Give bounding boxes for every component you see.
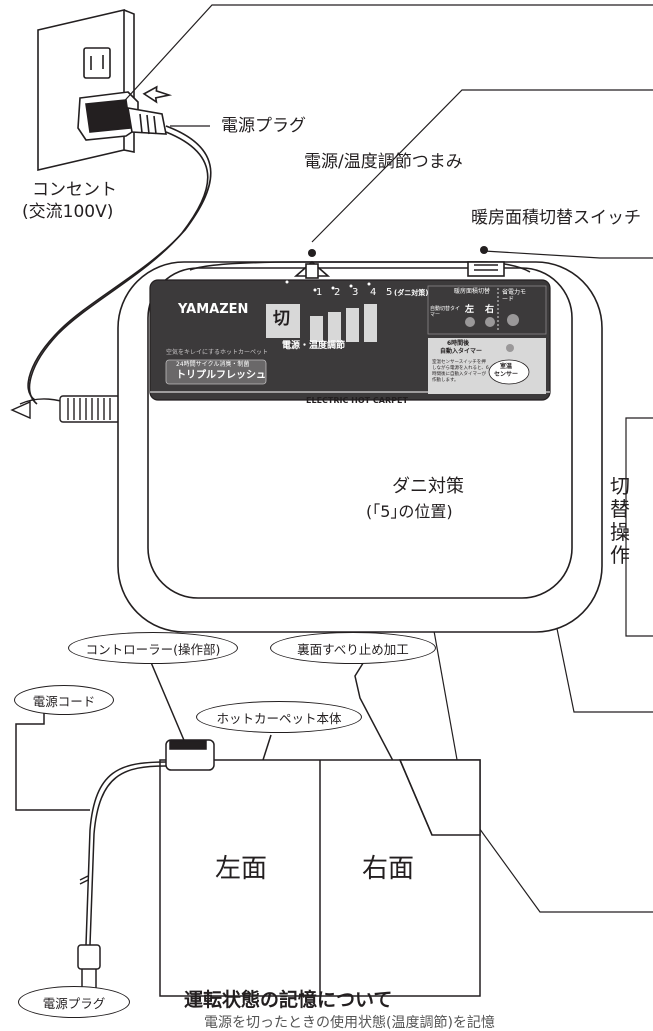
sensor-button-label-1[interactable]: 室温 [500, 363, 513, 370]
sensor-button-label-2[interactable]: センサー [494, 371, 519, 378]
plug-callout: 電源プラグ [18, 986, 130, 1018]
panel-off: 切 [273, 309, 290, 329]
mite-note: (ダニ対策) [394, 289, 429, 297]
timer-side-label: 自動切替タイマー [430, 306, 461, 318]
controller-callout: コントローラー(操作部) [68, 632, 238, 664]
area-switch-label: 暖房面積切替スイッチ [471, 208, 641, 228]
dial-label: 電源・温度調節 [282, 341, 346, 351]
body-callout: ホットカーペット本体 [196, 701, 362, 733]
plug-drawing [77, 91, 167, 141]
knob-marker-dot [308, 249, 316, 257]
sensor-text: 室温センサースイッチを押しながら電源を入れると、6時間後に自動入タイマーが作動し… [432, 360, 489, 383]
scale-1: 1 [316, 287, 323, 298]
right-side-label: 右面 [362, 854, 415, 884]
insert-arrow [142, 85, 173, 104]
panel-footer: ELECTRIC HOT CARPET [306, 396, 408, 405]
right-button-label: 右 [485, 305, 495, 315]
scale-3: 3 [352, 287, 359, 298]
triple-tagline: 空気をキレイにするホットカーペット [166, 349, 269, 356]
outlet-label: コンセント [32, 180, 117, 200]
vertical-side-label: 切替操作 [610, 474, 630, 567]
scale-2: 2 [334, 287, 341, 298]
auto-off-title-1: 6時間後 [447, 340, 470, 347]
wall-outlet [37, 8, 135, 172]
triple-cycle: 24時間サイクル消臭・制菌 [176, 361, 250, 368]
power-mode-label: 省電力モード [502, 289, 527, 303]
knob-label: 電源/温度調節つまみ [304, 152, 463, 172]
control-panel [149, 279, 551, 401]
section-title: 運転状態の記憶について [184, 989, 393, 1011]
cut-off-text: 電源を切ったときの使用状態(温度調節)を記憶 [204, 1015, 495, 1031]
power-cord [27, 125, 212, 401]
left-side-label: 左面 [215, 854, 268, 884]
outlet-ac-label: (交流100V) [22, 202, 114, 222]
mite-position-label: (｢5｣の位置) [366, 502, 453, 521]
scale-4: 4 [370, 287, 377, 298]
left-button-label: 左 [465, 305, 475, 315]
carpet-diagram [15, 659, 481, 997]
cord-strain-relief [10, 395, 121, 423]
mite-label: ダニ対策 [392, 476, 464, 497]
anti-slip-callout: 裏面すべり止め加工 [270, 632, 436, 664]
cord-callout: 電源コード [14, 685, 114, 715]
area-title: 暖房面積切替 [454, 288, 491, 295]
auto-off-title-2: 自動入タイマー [440, 348, 483, 355]
switch-marker-dot [480, 246, 488, 254]
panel-brand: YAMAZEN [178, 302, 249, 317]
plug-label: 電源プラグ [221, 116, 306, 136]
triple-name: トリプルフレッシュ [176, 370, 266, 381]
scale-5: 5 [386, 287, 393, 298]
